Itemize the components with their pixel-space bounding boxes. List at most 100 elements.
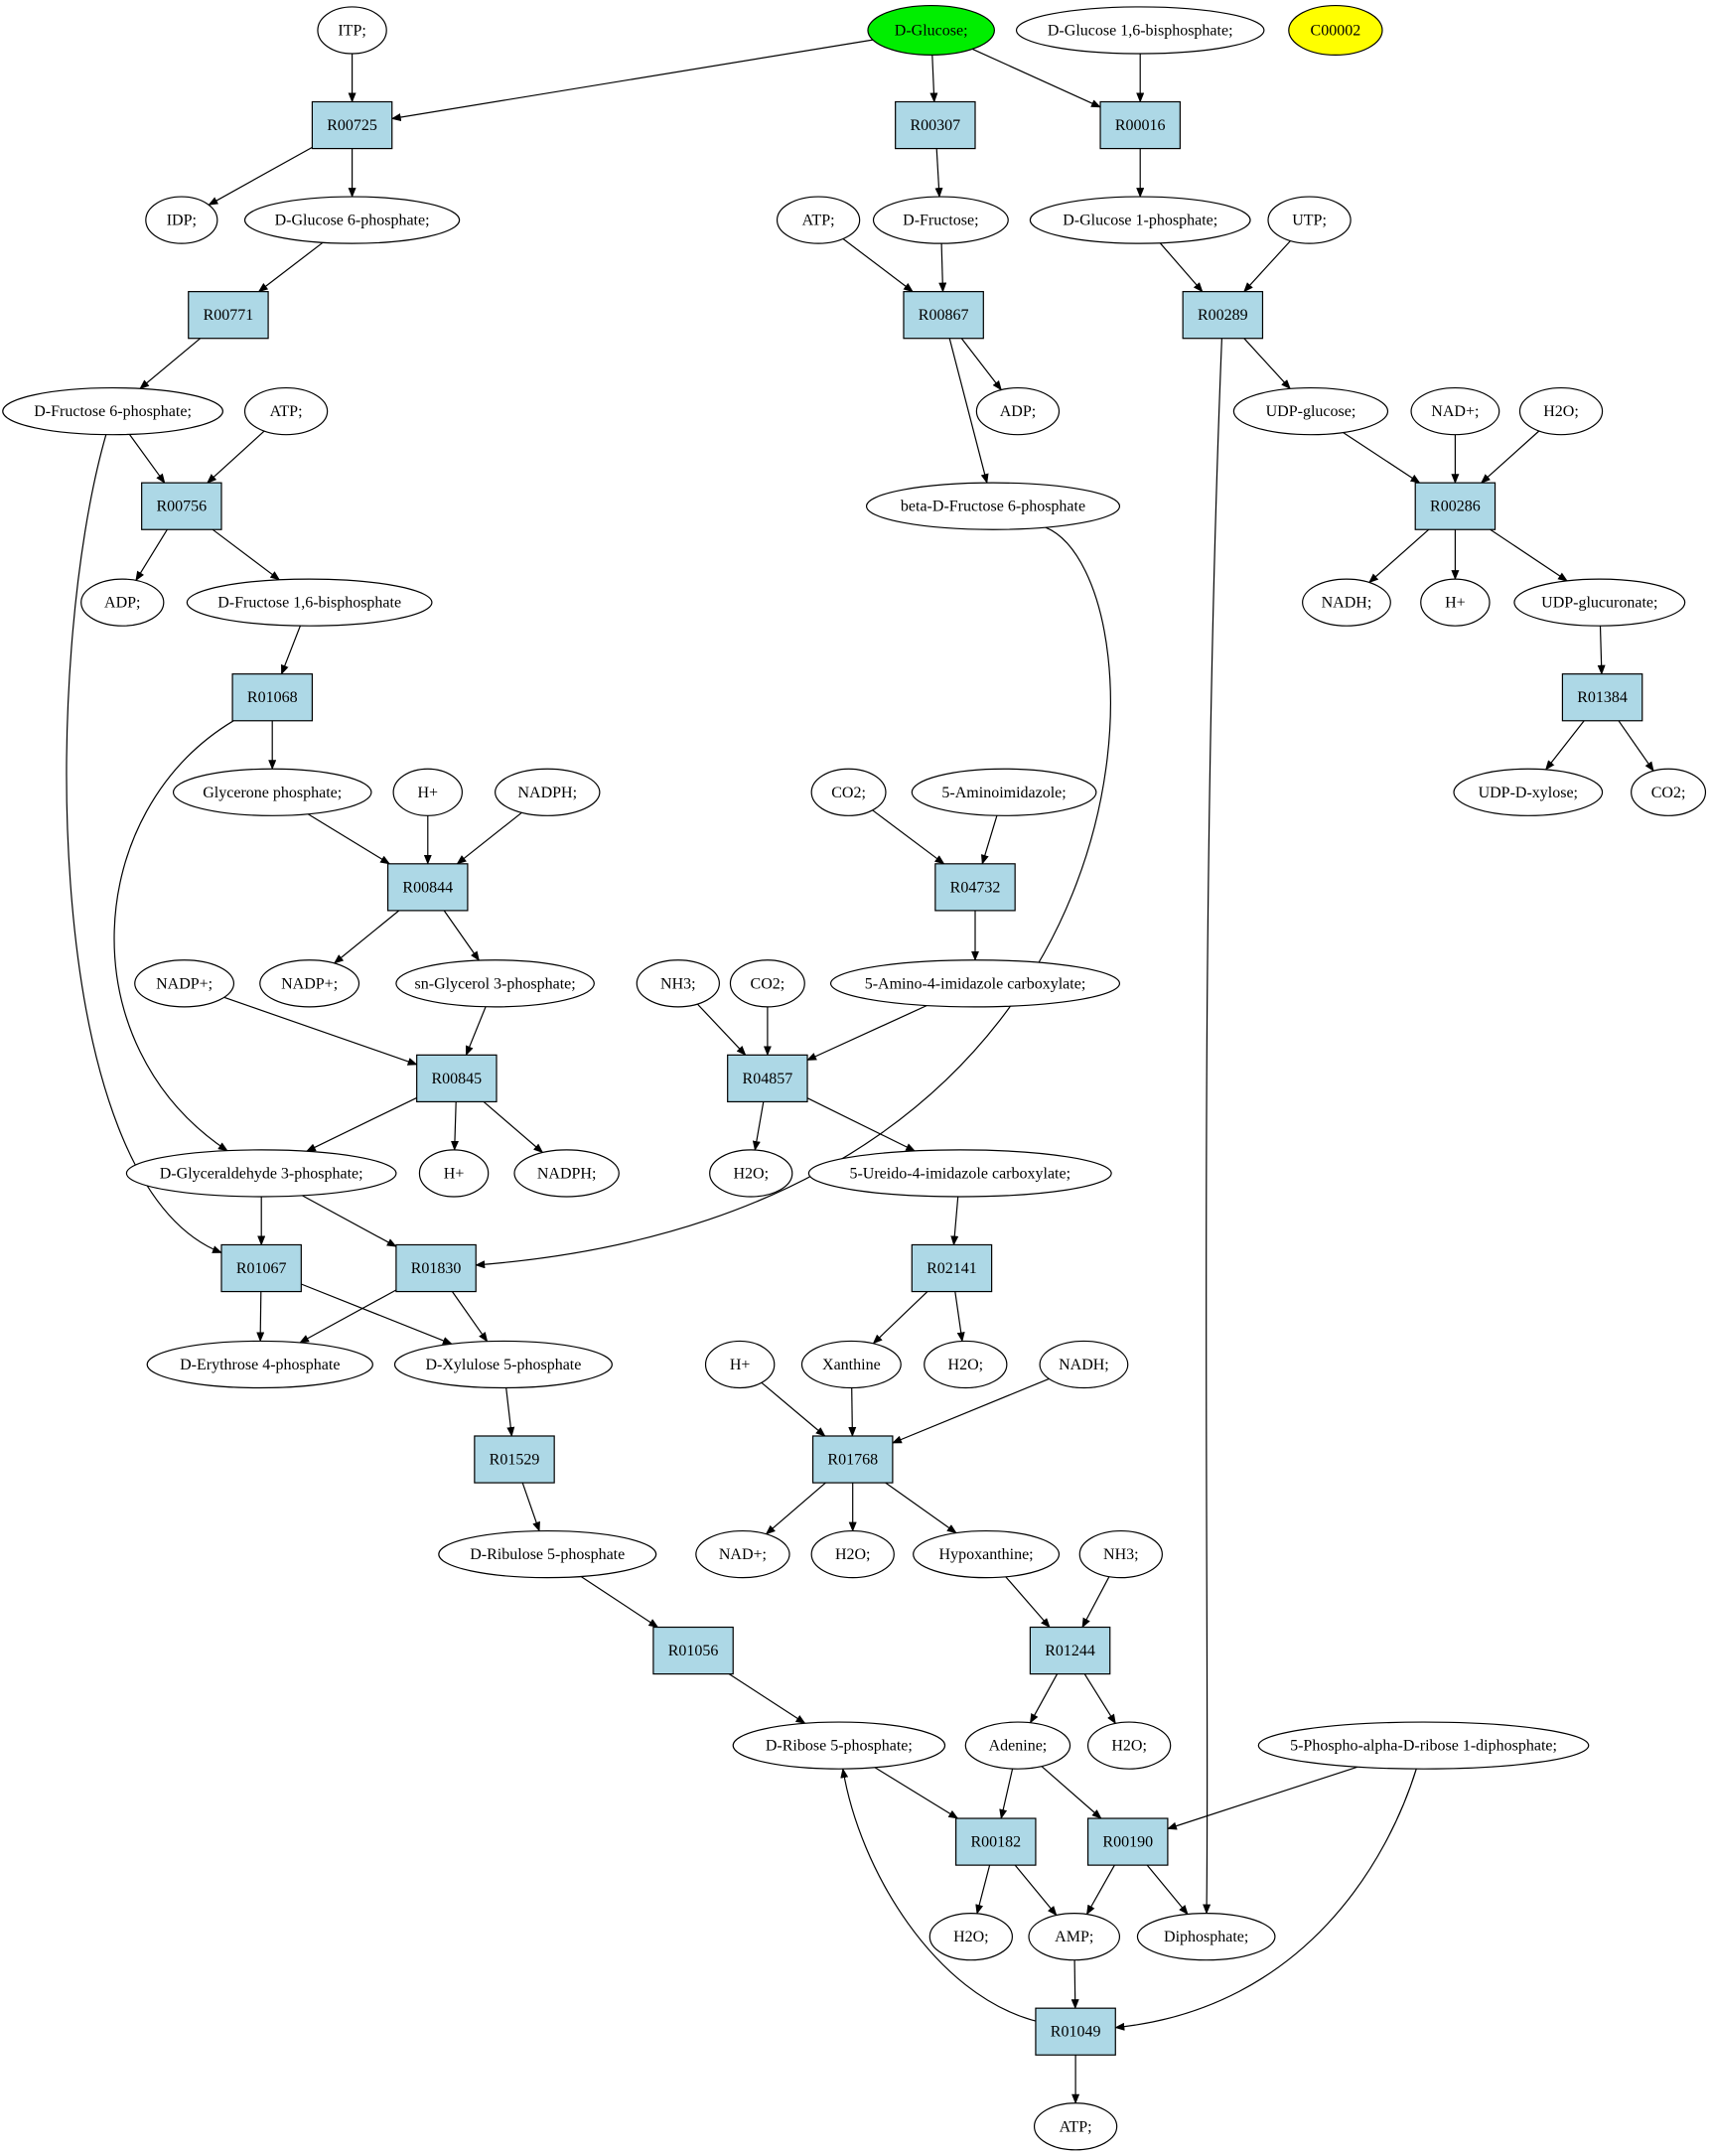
reaction-node-r00289[interactable]: R00289 bbox=[1182, 291, 1264, 340]
compound-node-nadh_a[interactable]: NADH; bbox=[1302, 578, 1391, 627]
compound-node-hplus_b[interactable]: H+ bbox=[392, 768, 463, 816]
compound-node-nadph_a[interactable]: NADPH; bbox=[495, 768, 601, 816]
reaction-node-r00771[interactable]: R00771 bbox=[188, 291, 269, 340]
compound-node-udpglc[interactable]: UDP-glucose; bbox=[1232, 386, 1389, 436]
edge-r00756-to-f16bp bbox=[212, 528, 281, 581]
compound-node-h2o_e[interactable]: H2O; bbox=[1086, 1721, 1172, 1770]
reaction-node-r00725[interactable]: R00725 bbox=[311, 100, 393, 150]
compound-ellipse bbox=[810, 768, 887, 816]
compound-node-f16bp[interactable]: D-Fructose 1,6-bisphosphate bbox=[186, 578, 433, 627]
compound-node-nadp_plus_a[interactable]: NAD+; bbox=[1410, 386, 1500, 436]
reaction-node-r00867[interactable]: R00867 bbox=[903, 291, 984, 340]
reaction-node-r04732[interactable]: R04732 bbox=[934, 863, 1016, 912]
compound-node-nadh_b[interactable]: NADH; bbox=[1039, 1340, 1129, 1389]
reaction-label: R01244 bbox=[1045, 1643, 1095, 1659]
compound-node-bf6p[interactable]: beta-D-Fructose 6-phosphate bbox=[865, 482, 1121, 530]
edge-x5p-to-r01529 bbox=[505, 1387, 515, 1437]
compound-ellipse bbox=[2, 386, 223, 436]
compound-node-g3p[interactable]: sn-Glycerol 3-phosphate; bbox=[395, 959, 595, 1008]
reaction-node-r00845[interactable]: R00845 bbox=[416, 1054, 498, 1103]
reaction-node-r01768[interactable]: R01768 bbox=[811, 1435, 894, 1484]
compound-node-f6p[interactable]: D-Fructose 6-phosphate; bbox=[2, 386, 223, 436]
compound-node-h2o_d[interactable]: H2O; bbox=[810, 1529, 895, 1579]
compound-node-diphos[interactable]: Diphosphate; bbox=[1136, 1913, 1276, 1961]
compound-node-adp2[interactable]: ADP; bbox=[80, 578, 165, 627]
compound-node-h2o_c[interactable]: H2O; bbox=[924, 1340, 1008, 1389]
compound-node-xanthine[interactable]: Xanthine bbox=[800, 1340, 902, 1389]
compound-node-x5p[interactable]: D-Xylulose 5-phosphate bbox=[393, 1340, 613, 1389]
compound-node-udpxyl[interactable]: UDP-D-xylose; bbox=[1453, 768, 1604, 816]
reaction-node-r01056[interactable]: R01056 bbox=[652, 1626, 734, 1675]
reaction-box bbox=[1561, 673, 1643, 722]
compound-node-atp2[interactable]: ATP; bbox=[243, 386, 329, 436]
compound-node-nh3_a[interactable]: NH3; bbox=[636, 959, 720, 1008]
compound-node-adp1[interactable]: ADP; bbox=[975, 386, 1061, 436]
compound-node-h2o_f[interactable]: H2O; bbox=[928, 1913, 1013, 1961]
reaction-node-r01067[interactable]: R01067 bbox=[220, 1243, 302, 1293]
compound-node-glucose[interactable]: D-Glucose; bbox=[867, 4, 995, 57]
reaction-node-r00190[interactable]: R00190 bbox=[1086, 1817, 1169, 1866]
compound-node-hplus_d[interactable]: H+ bbox=[704, 1340, 776, 1389]
compound-node-amp[interactable]: AMP; bbox=[1028, 1913, 1121, 1961]
compound-node-atp3[interactable]: ATP; bbox=[1033, 2102, 1118, 2151]
compound-node-h2o_a[interactable]: H2O; bbox=[1518, 386, 1604, 436]
compound-node-co2_b[interactable]: CO2; bbox=[1631, 768, 1707, 816]
reaction-node-r00307[interactable]: R00307 bbox=[895, 100, 976, 150]
compound-node-co2_c[interactable]: CO2; bbox=[729, 959, 805, 1008]
edge-r01384-to-co2_b bbox=[1618, 720, 1654, 773]
compound-node-co2_a[interactable]: CO2; bbox=[810, 768, 887, 816]
reaction-node-r01529[interactable]: R01529 bbox=[474, 1435, 555, 1484]
edge-hplus_d-to-r01768 bbox=[761, 1381, 826, 1437]
reaction-node-r00756[interactable]: R00756 bbox=[141, 482, 222, 530]
reaction-node-r00182[interactable]: R00182 bbox=[955, 1817, 1037, 1866]
compound-node-udpgca[interactable]: UDP-glucuronate; bbox=[1513, 578, 1686, 627]
reaction-node-r04857[interactable]: R04857 bbox=[727, 1054, 808, 1103]
compound-node-itp[interactable]: ITP; bbox=[317, 6, 387, 55]
compound-ellipse bbox=[243, 196, 461, 244]
compound-node-idp[interactable]: IDP; bbox=[145, 196, 218, 244]
compound-node-e4p[interactable]: D-Erythrose 4-phosphate bbox=[146, 1340, 373, 1389]
reaction-node-r00286[interactable]: R00286 bbox=[1414, 482, 1497, 530]
reaction-node-r00016[interactable]: R00016 bbox=[1099, 100, 1181, 150]
compound-node-g6p[interactable]: D-Glucose 6-phosphate; bbox=[243, 196, 461, 244]
reaction-node-r02141[interactable]: R02141 bbox=[911, 1243, 993, 1293]
compound-node-atp1[interactable]: ATP; bbox=[776, 196, 861, 244]
compound-node-g1p[interactable]: D-Glucose 1-phosphate; bbox=[1029, 196, 1251, 244]
compound-node-prpp[interactable]: 5-Phospho-alpha-D-ribose 1-diphosphate; bbox=[1257, 1721, 1590, 1770]
compound-node-fructose[interactable]: D-Fructose; bbox=[872, 196, 1009, 244]
compound-ellipse bbox=[1453, 768, 1604, 816]
compound-node-nadpp_b[interactable]: NADP+; bbox=[259, 959, 360, 1008]
compound-node-g16bp[interactable]: D-Glucose 1,6-bisphosphate; bbox=[1015, 6, 1265, 55]
compound-node-nh3_b[interactable]: NH3; bbox=[1078, 1529, 1163, 1579]
compound-node-hplus_c[interactable]: H+ bbox=[418, 1149, 490, 1198]
reaction-node-r01244[interactable]: R01244 bbox=[1029, 1626, 1111, 1675]
compound-node-hplus_a[interactable]: H+ bbox=[1420, 578, 1491, 627]
compound-node-utp[interactable]: UTP; bbox=[1267, 196, 1352, 244]
compound-node-aic[interactable]: 5-Amino-4-imidazole carboxylate; bbox=[829, 959, 1121, 1008]
compound-node-hypox[interactable]: Hypoxanthine; bbox=[913, 1529, 1061, 1579]
reaction-box bbox=[1035, 2007, 1116, 2056]
compound-node-uic[interactable]: 5-Ureido-4-imidazole carboxylate; bbox=[807, 1149, 1112, 1198]
reaction-node-r01830[interactable]: R01830 bbox=[395, 1243, 477, 1293]
compound-node-nadplus_b[interactable]: NAD+; bbox=[695, 1529, 790, 1579]
compound-node-glyp[interactable]: Glycerone phosphate; bbox=[172, 768, 372, 816]
reaction-node-r01049[interactable]: R01049 bbox=[1035, 2007, 1116, 2056]
edge-gap-to-r01830 bbox=[302, 1195, 397, 1247]
compound-node-nadph_b[interactable]: NADPH; bbox=[513, 1149, 620, 1198]
compound-node-r5p[interactable]: D-Ribose 5-phosphate; bbox=[732, 1721, 946, 1770]
compound-node-adenine[interactable]: Adenine; bbox=[964, 1721, 1071, 1770]
reaction-node-r00844[interactable]: R00844 bbox=[386, 863, 469, 912]
compound-label: D-Glucose 6-phosphate; bbox=[275, 213, 430, 229]
compound-ellipse bbox=[964, 1721, 1071, 1770]
compound-node-h2o_b[interactable]: H2O; bbox=[709, 1149, 793, 1198]
compound-node-gap[interactable]: D-Glyceraldehyde 3-phosphate; bbox=[125, 1149, 397, 1198]
compound-label: NADH; bbox=[1059, 1357, 1109, 1373]
reaction-node-r01384[interactable]: R01384 bbox=[1561, 673, 1643, 722]
compound-node-ru5p[interactable]: D-Ribulose 5-phosphate bbox=[438, 1529, 657, 1579]
compound-node-nadpp_a[interactable]: NADP+; bbox=[134, 959, 235, 1008]
compound-node-c00002[interactable]: C00002 bbox=[1288, 4, 1383, 57]
compound-node-aminoimid[interactable]: 5-Aminoimidazole; bbox=[911, 768, 1097, 816]
edge-r01049-to-r5p bbox=[840, 1768, 1037, 2022]
reaction-node-r01068[interactable]: R01068 bbox=[231, 673, 314, 722]
